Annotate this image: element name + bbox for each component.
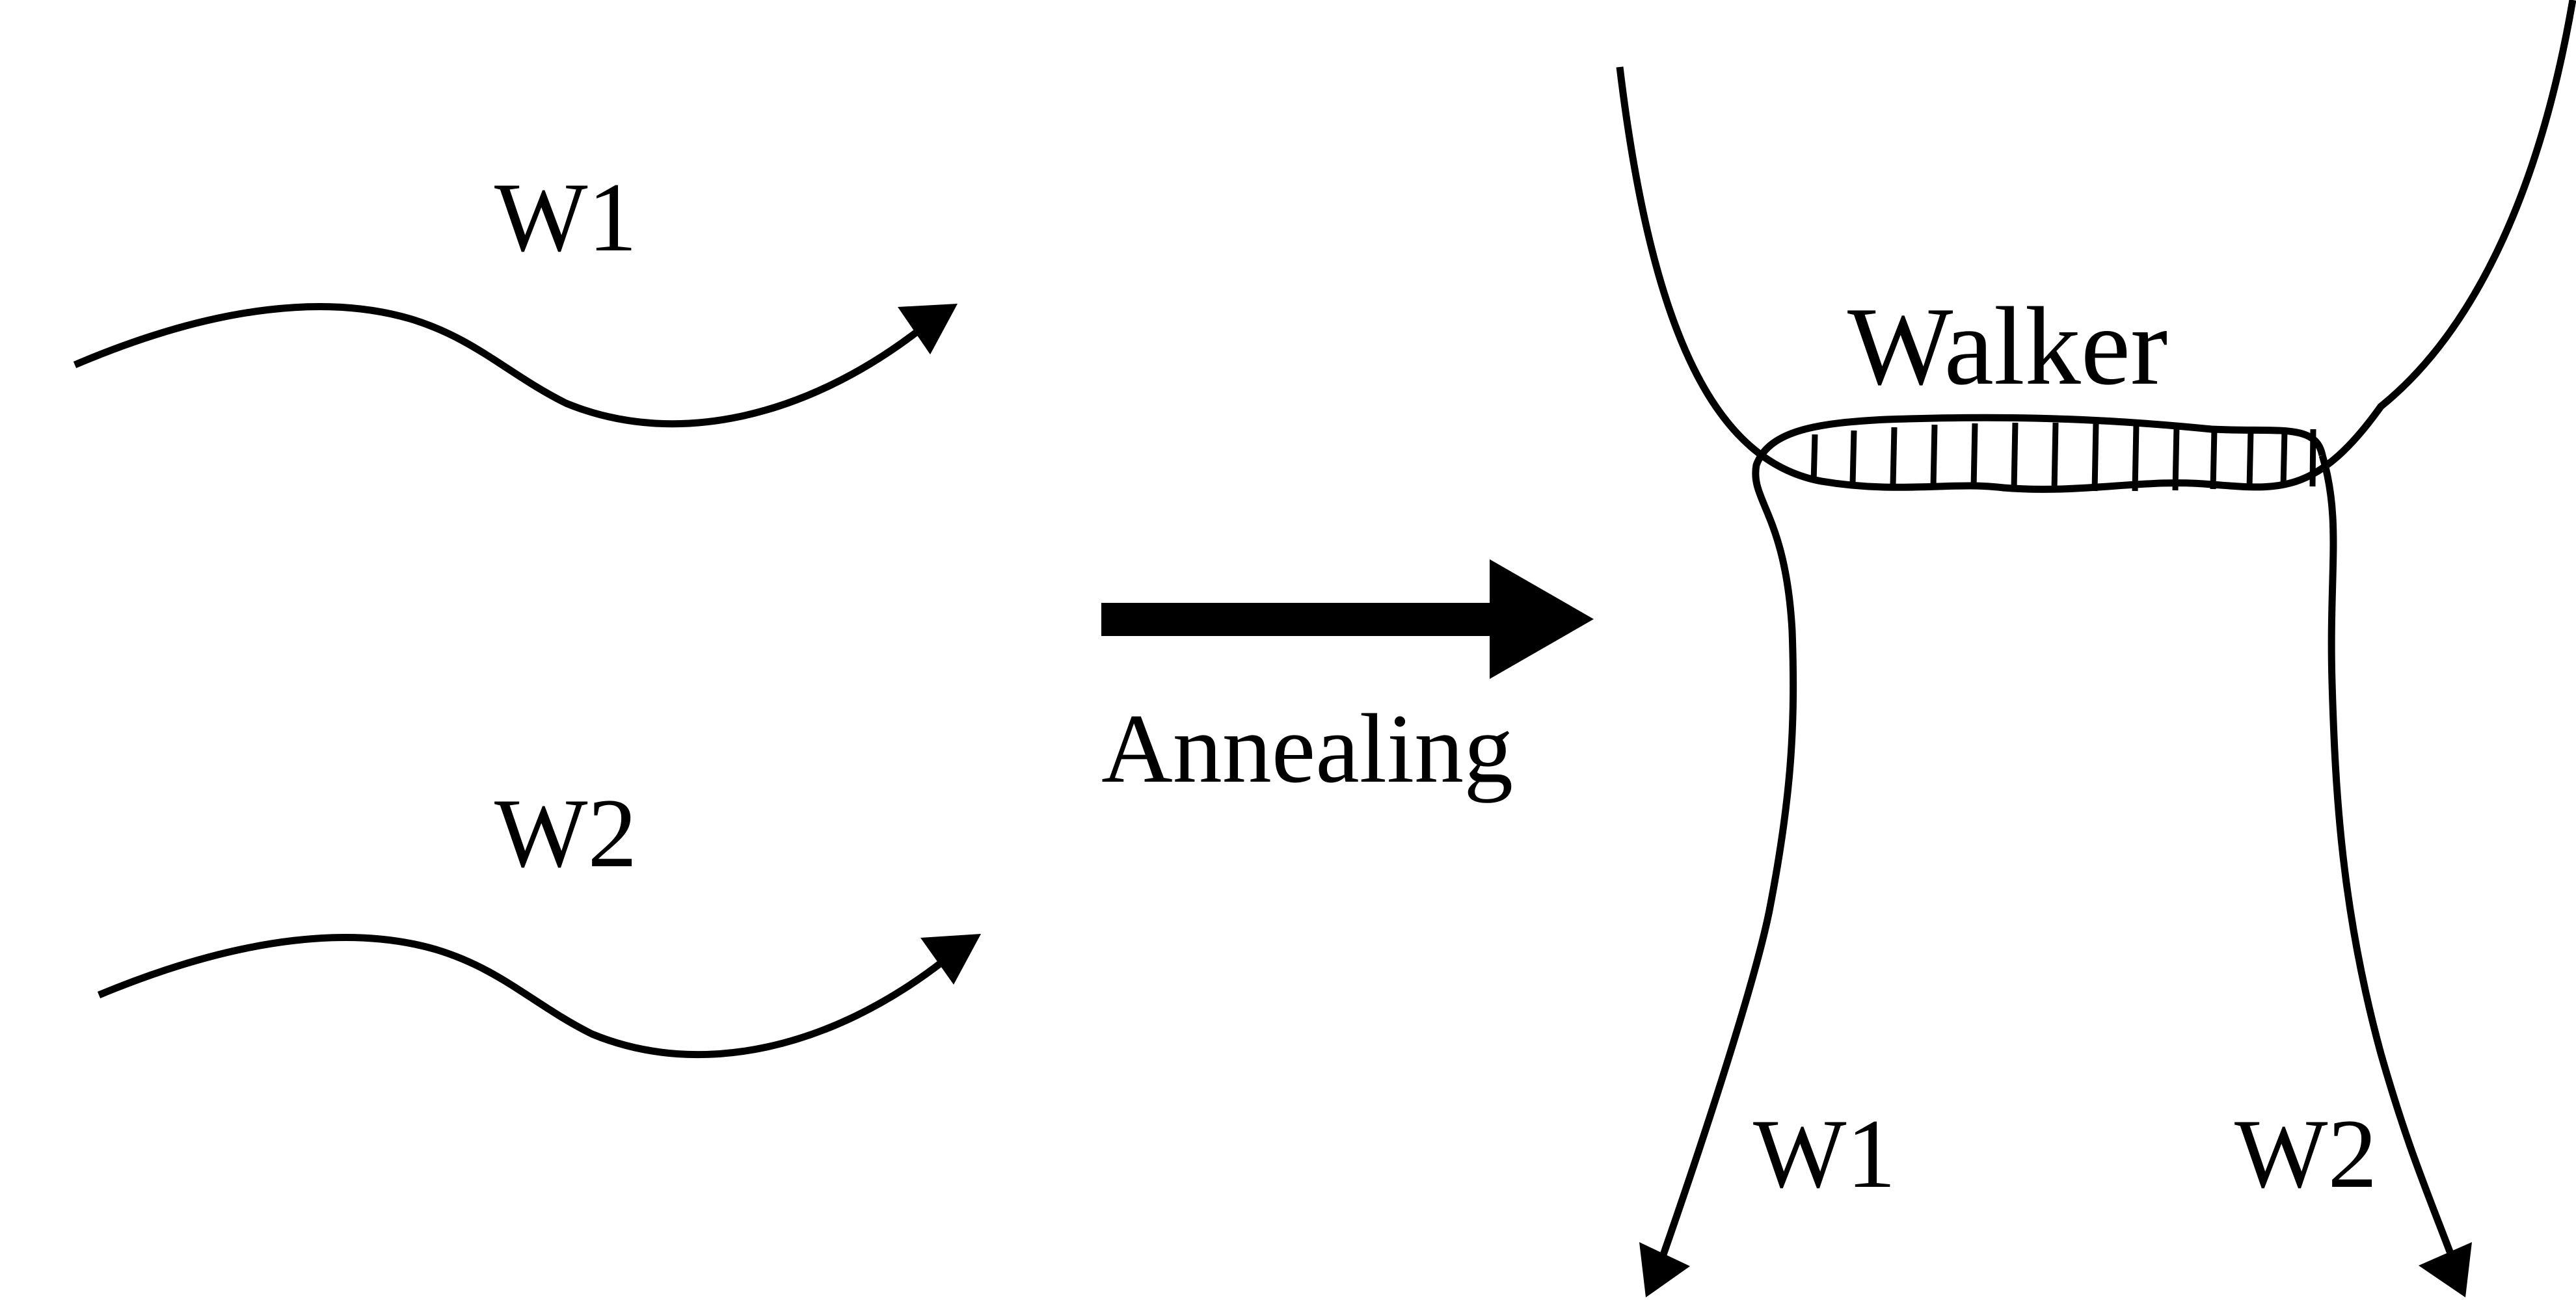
base-pair-rung bbox=[2210, 429, 2218, 490]
strand-w1 bbox=[73, 303, 920, 428]
walker-strand-top bbox=[1616, 0, 2576, 493]
strand-w1-arrowhead bbox=[898, 304, 958, 354]
walker-complex: Walker W1 W2 bbox=[1616, 0, 2576, 1297]
walker-w1-arrowhead bbox=[1639, 1242, 1690, 1297]
base-pair-rung bbox=[1890, 427, 1898, 486]
label-w1-top: W1 bbox=[494, 163, 637, 272]
label-walker: Walker bbox=[1847, 285, 2167, 408]
base-pair-rung bbox=[1970, 423, 1978, 488]
label-w2-bottom: W2 bbox=[2234, 1099, 2377, 1208]
label-w1-bottom: W1 bbox=[1753, 1099, 1896, 1208]
strand-w2 bbox=[97, 933, 946, 1059]
strand-w1-group: W1 bbox=[73, 163, 958, 428]
process-arrow-head bbox=[1490, 559, 1594, 679]
base-pair-rung bbox=[2172, 426, 2180, 491]
base-pair-rung bbox=[2091, 423, 2099, 492]
base-pair-rung bbox=[1849, 430, 1857, 484]
strand-w2-arrowhead bbox=[920, 934, 981, 985]
base-pair-rung bbox=[2132, 424, 2140, 492]
base-pair-rungs bbox=[1810, 422, 2316, 492]
walker-strand-bottom-right bbox=[2318, 454, 2456, 1260]
process-arrow-group: Annealing bbox=[1101, 559, 1594, 803]
base-pair-rung bbox=[1930, 424, 1938, 487]
process-arrow-shaft bbox=[1101, 603, 1492, 636]
walker-w2-arrowhead bbox=[2419, 1242, 2472, 1297]
strand-w2-group: W2 bbox=[97, 778, 981, 1059]
walker-strand-bottom-left bbox=[1658, 414, 2326, 1260]
base-pair-rung bbox=[2246, 430, 2254, 488]
label-w2-top: W2 bbox=[494, 778, 637, 888]
base-pair-rung bbox=[2011, 422, 2019, 490]
label-annealing: Annealing bbox=[1101, 694, 1513, 803]
base-pair-rung bbox=[2051, 422, 2059, 491]
base-pair-rung bbox=[2280, 430, 2288, 488]
base-pair-rung bbox=[1810, 434, 1818, 483]
